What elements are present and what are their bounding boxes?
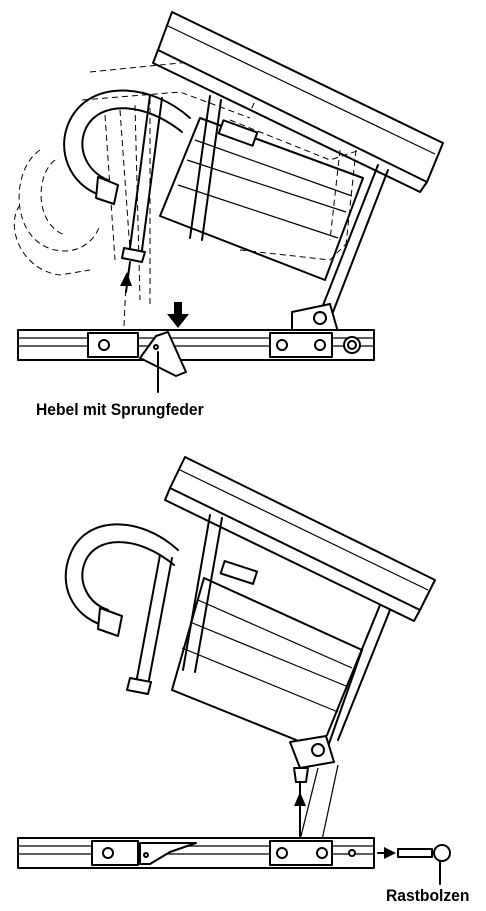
footplate-top bbox=[152, 11, 444, 193]
bottom-figure bbox=[17, 456, 451, 885]
up-arrow-icon bbox=[294, 792, 306, 837]
locking-pin bbox=[397, 844, 451, 885]
rail-bottom bbox=[17, 837, 375, 869]
up-arrow-icon bbox=[120, 272, 132, 327]
pivot-bracket-bottom bbox=[289, 735, 339, 841]
pin-label: Rastbolzen bbox=[386, 886, 470, 905]
swing-arm-bottom bbox=[64, 523, 179, 695]
footplate-bottom bbox=[164, 456, 436, 622]
top-figure bbox=[13, 11, 444, 393]
ghost-positions bbox=[13, 61, 361, 351]
rail-top bbox=[17, 329, 375, 393]
frame-top bbox=[159, 95, 389, 313]
down-arrow-icon bbox=[167, 302, 189, 328]
right-arrow-icon bbox=[377, 847, 396, 859]
lever-label: Hebel mit Sprungfeder bbox=[36, 400, 204, 419]
